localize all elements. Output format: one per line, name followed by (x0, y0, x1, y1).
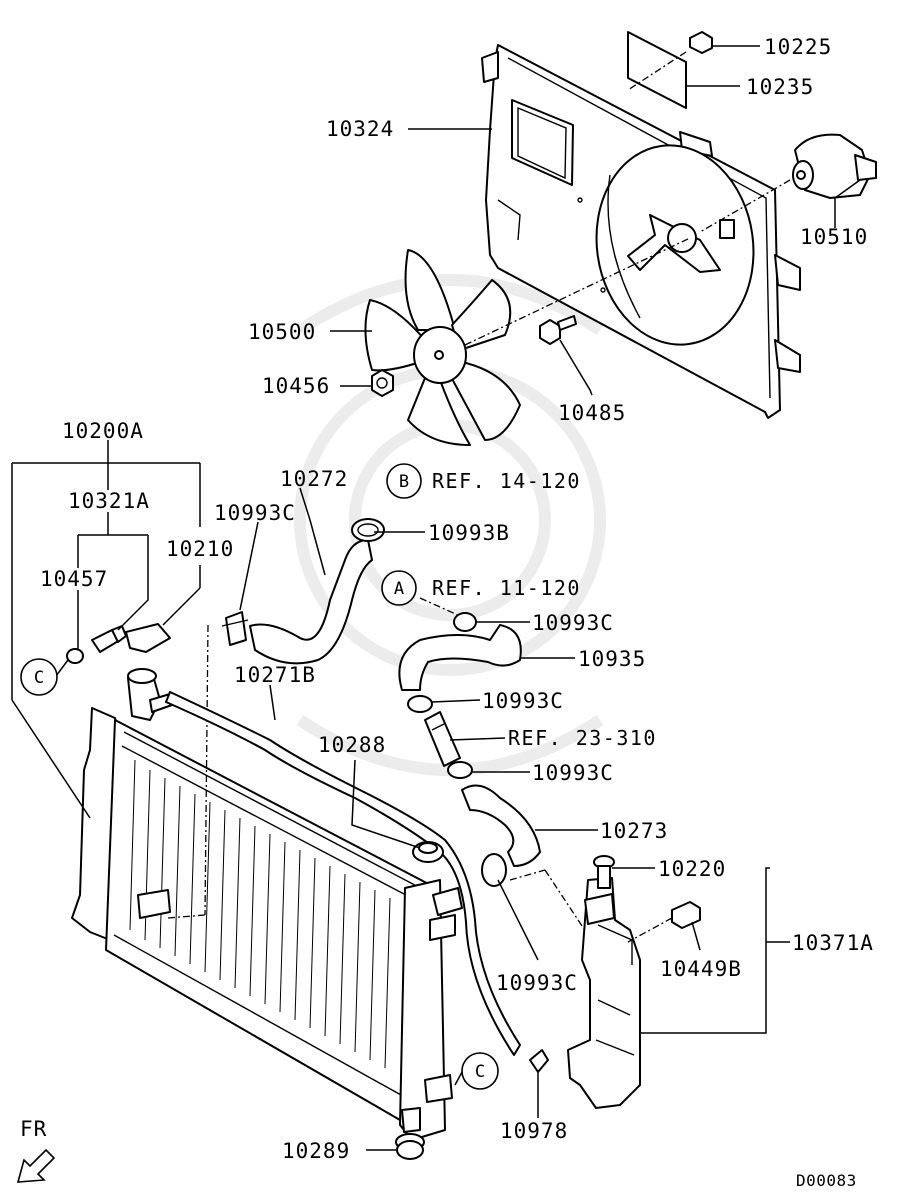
radiator-core-fins (129, 759, 391, 1069)
label-10220: 10220 (658, 857, 726, 881)
label-10273: 10273 (600, 819, 668, 843)
label-10510: 10510 (800, 225, 868, 249)
screw-10225 (689, 31, 713, 54)
label-10210: 10210 (166, 537, 234, 561)
clamp-10993c-bottom (481, 853, 507, 887)
label-10485: 10485 (558, 401, 626, 425)
hose-10935 (398, 624, 522, 691)
fan-shroud (481, 44, 801, 419)
label-10993c-3: 10993C (482, 689, 564, 713)
label-10449b: 10449B (660, 957, 742, 981)
label-10235: 10235 (746, 75, 814, 99)
clip-10978 (529, 1049, 549, 1073)
label-10993c-4: 10993C (532, 761, 614, 785)
cooling-fan (364, 237, 691, 446)
label-10935: 10935 (578, 647, 646, 671)
label-10200a: 10200A (62, 419, 144, 443)
label-10288: 10288 (318, 733, 386, 757)
label-ref-23-310: REF. 23-310 (508, 726, 657, 750)
label-10324: 10324 (326, 117, 394, 141)
overflow-hose (165, 691, 521, 1056)
label-10371a: 10371A (792, 931, 874, 955)
fan-motor (699, 133, 877, 233)
label-10271b: 10271B (234, 663, 316, 687)
label-10993c-2: 10993C (532, 611, 614, 635)
radiator (71, 624, 463, 1141)
part-labels: 10225 10235 10324 10510 10500 10456 1048… (40, 35, 874, 1163)
drain-plug-10321a (91, 625, 127, 653)
label-10272: 10272 (280, 467, 348, 491)
svg-text:C: C (34, 668, 44, 688)
grommet-10289 (395, 1133, 425, 1160)
tank-cap-10220 (593, 855, 615, 889)
front-direction-arrow: FR (16, 1117, 56, 1183)
label-10993c-5: 10993C (496, 971, 578, 995)
label-10457: 10457 (40, 567, 108, 591)
upper-hose (249, 518, 385, 665)
clamp-10993c-upper (453, 612, 477, 632)
clamp-10993c-left (221, 611, 249, 646)
clamp-10993c-middle (407, 695, 433, 713)
label-10500: 10500 (248, 320, 316, 344)
leader-lines (11, 45, 861, 1151)
callout-c-left: C (20, 658, 58, 696)
grommet-10288 (412, 841, 444, 863)
reserve-tank (567, 877, 641, 1109)
label-ref-14-120: REF. 14-120 (432, 469, 581, 493)
label-10225: 10225 (764, 35, 832, 59)
lower-hose (461, 784, 541, 867)
svg-text:B: B (399, 472, 409, 492)
label-plate (627, 31, 687, 109)
nut-10456 (371, 369, 394, 397)
label-10978: 10978 (500, 1119, 568, 1143)
sensor-10449b (627, 901, 701, 943)
gasket-10210 (125, 623, 171, 653)
label-10993c-1: 10993C (214, 501, 296, 525)
callout-a: A (381, 570, 417, 606)
diagram-code: D00083 (796, 1171, 857, 1187)
callout-c-right: C (461, 1052, 499, 1090)
label-10456: 10456 (262, 374, 330, 398)
label-10289: 10289 (282, 1139, 350, 1163)
fr-label: FR (20, 1117, 47, 1141)
label-10321a: 10321A (68, 489, 150, 513)
bolt-10485 (539, 315, 577, 345)
label-ref-11-120: REF. 11-120 (432, 576, 581, 600)
svg-text:C: C (475, 1062, 485, 1082)
callout-b: B (386, 463, 422, 499)
svg-text:A: A (394, 579, 404, 599)
label-10993b: 10993B (428, 521, 510, 545)
pipe-ref-23-310 (424, 711, 461, 767)
clamp-10993c-lower (447, 761, 473, 779)
o-ring-10457 (66, 648, 84, 664)
